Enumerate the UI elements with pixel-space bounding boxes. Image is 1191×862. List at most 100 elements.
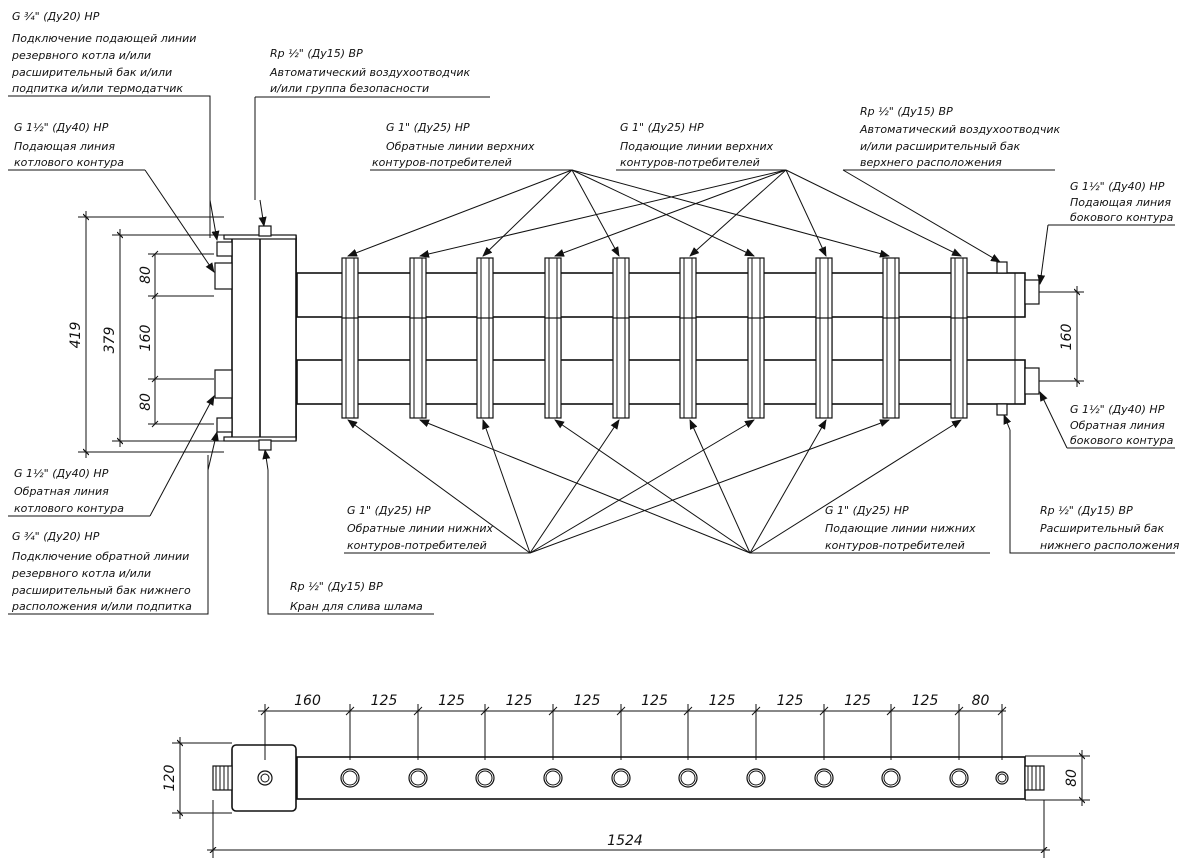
front-view: 419 379 80 160 80 160 [8, 95, 1084, 615]
dim-spacing-10: 125 [912, 693, 939, 709]
dim-top-view-right: 80 [1064, 769, 1080, 787]
dim-overall-height: 419 [68, 322, 84, 349]
leader-arrow [842, 169, 1001, 263]
callout-bottom-return: G 1" (Ду25) НР Обратные линии нижних кон… [347, 504, 496, 552]
dim-spacing-8: 125 [777, 693, 804, 709]
dim-top-view-depth: 120 [162, 765, 178, 792]
dim-spacing-2: 125 [371, 693, 398, 709]
top-view-nozzle-4 [543, 768, 563, 788]
nozzle-g112-return [214, 369, 233, 399]
callout-bottom-left-1: G 1½" (Ду40) НР Обратная линия котлового… [14, 467, 124, 515]
top-view-nozzle-3 [475, 768, 495, 788]
leader-arrow [571, 169, 890, 258]
callout-top-left-2: G 1½" (Ду40) НР Подающая линия котлового… [14, 121, 124, 169]
dim-spacing-5: 125 [574, 693, 601, 709]
callout-right-top: G 1½" (Ду40) НР Подающая линия бокового … [1070, 180, 1174, 224]
leader-arrow [571, 169, 755, 257]
dim-lower-spacing: 80 [138, 393, 154, 411]
dim-right-spacing: 160 [1059, 324, 1075, 351]
leader-arrow [529, 419, 755, 554]
bottom-nozzle-7 [747, 317, 765, 419]
dim-spacing-3: 125 [438, 693, 465, 709]
nozzle-g34-top [216, 241, 233, 257]
dim-spacing-6: 125 [641, 693, 668, 709]
top-view-nozzles [257, 768, 1009, 788]
dim-upper-spacing: 80 [138, 266, 154, 284]
callouts: G ¾" (Ду20) НР Подключение подающей лини… [11, 10, 1180, 613]
bottom-nozzle-2 [409, 317, 427, 419]
dim-spacing-4: 125 [506, 693, 533, 709]
leader-arrow [347, 419, 531, 554]
leader-arrow [258, 199, 267, 227]
callout-bottom-rp1: Rp ½" (Ду15) ВР Кран для слива шлама [290, 580, 423, 613]
top-view-nozzle-8 [814, 768, 834, 788]
callout-shelves [8, 95, 1175, 615]
leader-arrow [529, 419, 620, 554]
top-view-nozzle-2 [408, 768, 428, 788]
leader-arrow [785, 169, 827, 257]
callout-bottom-left-2: G ¾" (Ду20) НР Подключение обратной лини… [11, 530, 194, 613]
separator-inner [259, 235, 297, 441]
leader-arrow [1039, 391, 1068, 449]
upper-header-pipe [296, 272, 1026, 318]
consumer-nozzles [341, 257, 968, 419]
leader-arrow [207, 431, 219, 471]
dim-spacing-7: 125 [709, 693, 736, 709]
bottom-nozzle-1 [341, 317, 359, 419]
nozzle-rp12-right-bottom [996, 403, 1008, 416]
leader-arrow [554, 419, 751, 554]
top-view-spacing-dims: 160 125 125 125 125 125 125 125 125 125 80 [260, 693, 1007, 760]
leader-arrow [749, 419, 827, 554]
left-dimensions [78, 217, 224, 452]
leader-arrow [209, 199, 220, 241]
nozzle-rp12-top [258, 225, 272, 237]
leader-arrow [482, 169, 573, 257]
top-view-nozzle-10 [949, 768, 969, 788]
dim-spacing-11: 80 [972, 693, 990, 709]
lower-header-pipe [296, 359, 1026, 405]
leader-arrow [689, 419, 751, 554]
leader-arrow [1037, 224, 1049, 285]
nozzle-g112-supply [214, 262, 233, 290]
bottom-nozzle-6 [679, 317, 697, 419]
callout-bottom-supply: G 1" (Ду25) НР Подающие линии нижних кон… [825, 504, 979, 552]
leader-lines [8, 95, 1068, 615]
leader-arrow [347, 169, 573, 257]
bottom-nozzle-5 [612, 317, 630, 419]
side-nozzle-bottom [1024, 367, 1040, 395]
top-view-nozzle-9 [881, 768, 901, 788]
top-view-header [296, 756, 1026, 800]
leader-arrow [554, 169, 787, 257]
leader-arrow [419, 169, 787, 258]
callout-right-bottom: G 1½" (Ду40) НР Обратная линия бокового … [1070, 403, 1174, 447]
leader-arrow [529, 419, 890, 554]
bottom-nozzle-4 [544, 317, 562, 419]
dim-total-length: 1524 [607, 833, 643, 849]
leader-arrow [262, 449, 271, 471]
callout-bottom-rp2: Rp ½" (Ду15) ВР Расширительный бак нижне… [1040, 504, 1180, 552]
nozzle-rp12-bottom [258, 439, 272, 451]
callout-top-rp2: Rp ½" (Ду15) ВР Автоматический воздухоот… [859, 105, 1064, 169]
callout-top-return: G 1" (Ду25) НР Обратные линии верхних ко… [372, 121, 538, 169]
dim-spacing-9: 125 [844, 693, 871, 709]
dim-mid-spacing: 160 [138, 325, 154, 352]
top-view-nozzle-7 [746, 768, 766, 788]
bottom-nozzle-3 [476, 317, 494, 419]
leader-arrow [149, 395, 215, 517]
leader-arrow [571, 169, 620, 257]
callout-top-left-1: G ¾" (Ду20) НР Подключение подающей лини… [11, 10, 200, 95]
callout-top-supply: G 1" (Ду25) НР Подающие линии верхних ко… [620, 121, 777, 169]
leader-arrow [749, 419, 962, 554]
bottom-nozzle-8 [815, 317, 833, 419]
bottom-nozzle-10 [950, 317, 968, 419]
top-view-nozzle-6 [678, 768, 698, 788]
callout-top-rp1: Rp ½" (Ду15) ВР Автоматический воздухоот… [269, 47, 474, 95]
dim-spacing-1: 160 [294, 693, 321, 709]
leader-arrow [419, 419, 751, 554]
leader-arrow [482, 419, 531, 554]
nozzle-g34-bottom [216, 417, 233, 433]
side-nozzle-top [1024, 279, 1040, 305]
leader-arrow [1003, 414, 1012, 431]
